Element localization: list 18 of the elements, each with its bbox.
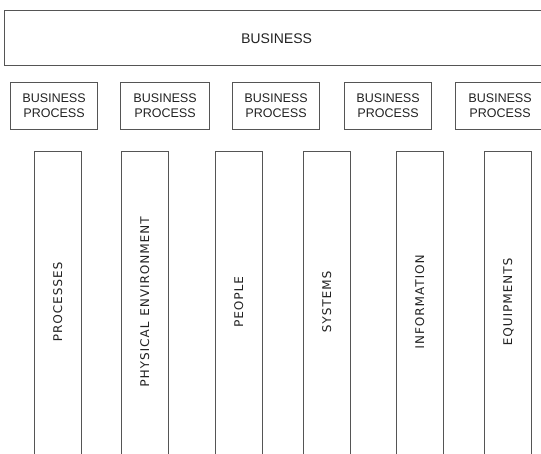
column-bar [121, 151, 169, 454]
process-box: BUSINESS PROCESS [120, 82, 210, 130]
column-bar [303, 151, 351, 454]
column-label: EQUIPMENTS [501, 256, 515, 346]
process-box: BUSINESS PROCESS [10, 82, 98, 130]
column-label: SYSTEMS [320, 270, 334, 332]
process-box: BUSINESS PROCESS [344, 82, 432, 130]
header-box: BUSINESS [4, 10, 541, 66]
column-bar [396, 151, 444, 454]
column-bar [34, 151, 82, 454]
column-label: PEOPLE [232, 275, 246, 327]
column-label: INFORMATION [413, 253, 427, 349]
column-label: PROCESSES [51, 260, 65, 342]
column-bar [215, 151, 263, 454]
column-label: PHYSICAL ENVIRONMENT [138, 215, 152, 387]
column-bar [484, 151, 532, 454]
process-box: BUSINESS PROCESS [455, 82, 541, 130]
process-box: BUSINESS PROCESS [232, 82, 320, 130]
